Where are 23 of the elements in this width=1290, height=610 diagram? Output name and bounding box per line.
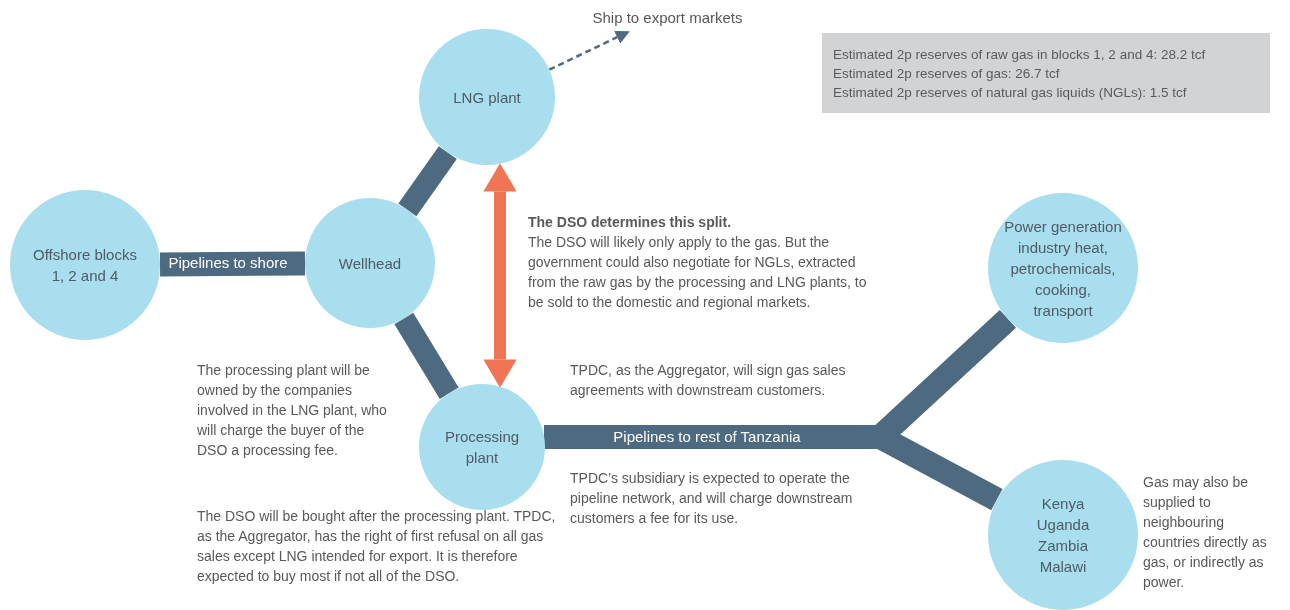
node-label: LNG plant (452, 87, 522, 108)
annotation-text: Gas may also be supplied to neighbouring countries directly as gas, or indirectly as power. (1143, 473, 1268, 592)
pipeline-connector (398, 146, 457, 217)
annotation-text: TPDC, as the Aggregator, will sign gas sales agreements with downstream customers. (570, 361, 847, 400)
info-panel (822, 33, 1270, 113)
arrow (483, 163, 517, 388)
reserve-note: Estimated 2p reserves of gas: 26.7 tcf (833, 64, 1061, 83)
annotation-heading: The DSO determines this split. (528, 213, 733, 232)
destination-label: Ship to export markets (580, 4, 755, 32)
node-label: Wellhead (337, 253, 403, 274)
annotation-text: The DSO will be bought after the processing plant. TPDC, as the Aggregator, has the right of first refusal on all gas sales except LNG intended for export. It is therefore expected to buy most if not all of the DSO. (197, 507, 557, 586)
node-label: Processing plant (443, 427, 521, 468)
annotation-text: TPDC’s subsidiary is expected to operate the pipeline network, and will charge downstream customers a fee for its use. (570, 469, 854, 528)
arrow (548, 30, 630, 71)
node-label: Kenya Uganda Zambia Malawi (1035, 494, 1091, 577)
reserve-note: Estimated 2p reserves of natural gas liquids (NGLs): 1.5 tcf (833, 83, 1188, 102)
node-label: Offshore blocks 1, 2 and 4 (32, 245, 138, 286)
pipeline-connector (394, 312, 459, 399)
annotation-text: The DSO will likely only apply to the gas. But the government could also negotiate for NGLs, extracted from the raw gas by the processing and LNG plants, to be sold to the domestic and regional markets. (528, 233, 868, 312)
reserve-note: Estimated 2p reserves of raw gas in blocks 1, 2 and 4: 28.2 tcf (833, 45, 1207, 64)
node-label: Power generation industry heat, petrochemicals, cooking, transport (1004, 216, 1122, 321)
pipeline-connector (159, 251, 306, 277)
annotation-text: The processing plant will be owned by the companies involved in the LNG plant, who will charge the buyer of the DSO a processing fee. (197, 361, 388, 460)
